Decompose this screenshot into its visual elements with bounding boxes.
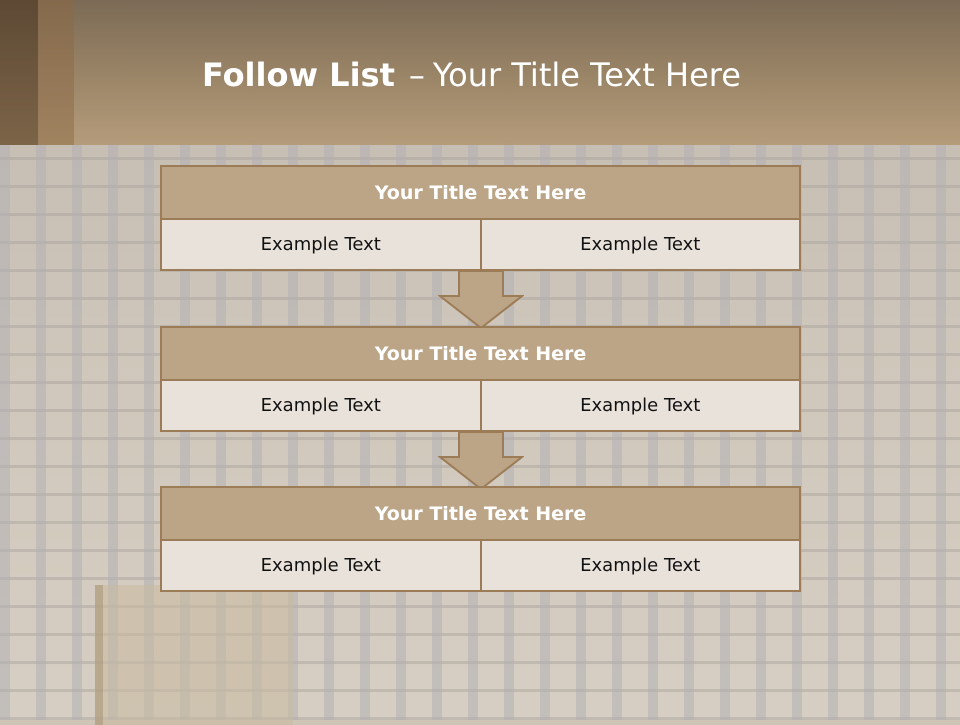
step-box-2[interactable]: Your Title Text Here Example Text Exampl…: [160, 326, 801, 432]
step-text-right[interactable]: Example Text: [481, 220, 801, 271]
step-title[interactable]: Your Title Text Here: [160, 486, 801, 541]
down-arrow-icon: [438, 431, 524, 491]
header-accent-strip-light: [38, 0, 74, 145]
step-text-left[interactable]: Example Text: [160, 541, 482, 592]
slide-title-text: Your Title Text Here: [432, 56, 741, 94]
slide-title-separator: –: [408, 56, 425, 94]
slide-title-bold: Follow List: [202, 56, 395, 94]
step-box-1[interactable]: Your Title Text Here Example Text Exampl…: [160, 165, 801, 271]
step-text-left[interactable]: Example Text: [160, 220, 482, 271]
step-text-right[interactable]: Example Text: [481, 541, 801, 592]
step-title[interactable]: Your Title Text Here: [160, 165, 801, 220]
background-board: [95, 585, 293, 725]
slide-title[interactable]: Follow List–Your Title Text Here: [202, 56, 741, 94]
slide-header: Follow List–Your Title Text Here: [0, 0, 960, 145]
down-arrow-icon: [438, 270, 524, 330]
step-title[interactable]: Your Title Text Here: [160, 326, 801, 381]
step-box-3[interactable]: Your Title Text Here Example Text Exampl…: [160, 486, 801, 592]
step-text-left[interactable]: Example Text: [160, 381, 482, 432]
header-accent-strip: [0, 0, 38, 145]
step-text-right[interactable]: Example Text: [481, 381, 801, 432]
